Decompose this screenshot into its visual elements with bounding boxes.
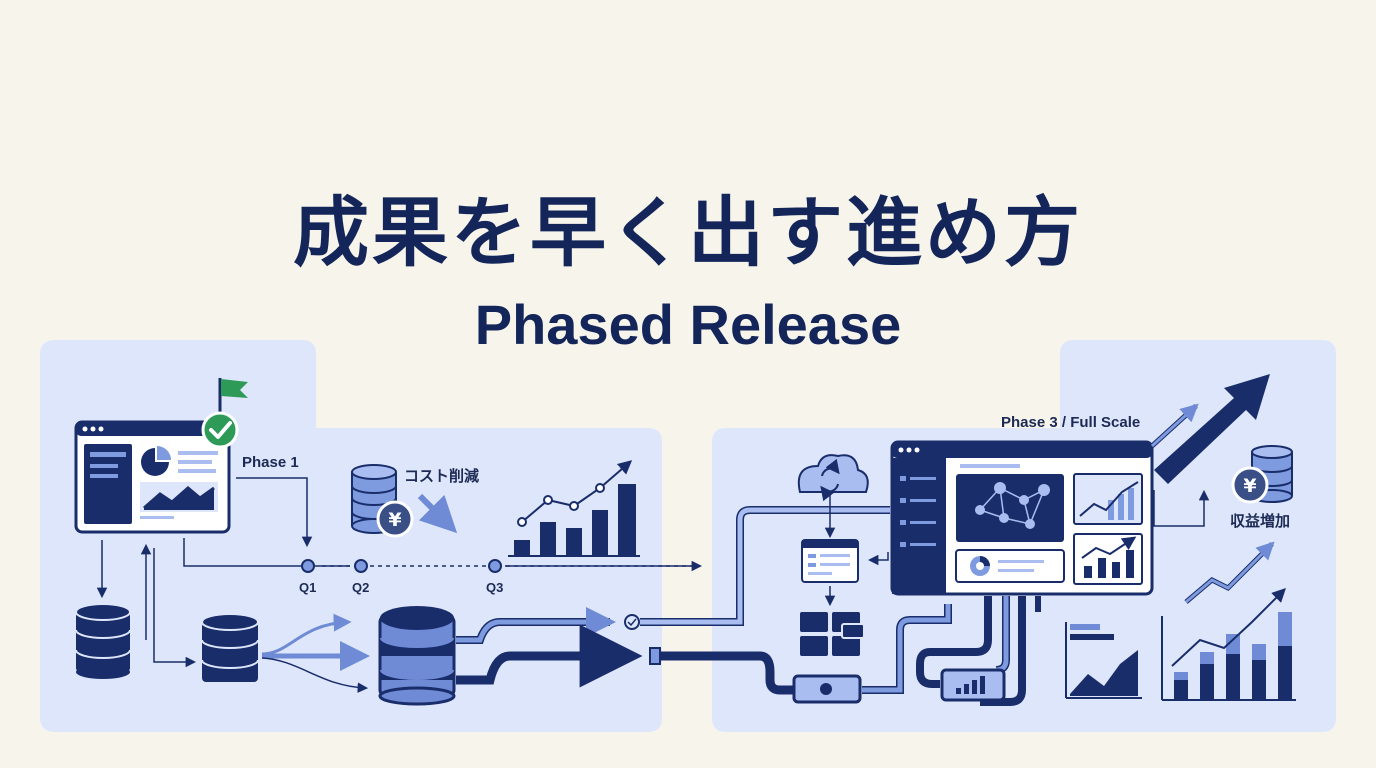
page-title: 成果を早く出す進め方: [293, 188, 1083, 277]
flag-icon: [218, 378, 248, 418]
arrow-to-database: [153, 548, 197, 668]
network-graph-icon: [956, 474, 1064, 542]
database-icon: [201, 613, 259, 682]
fan-arrow-bottom: [261, 657, 369, 693]
page-subtitle: Phased Release: [474, 293, 902, 356]
cloud-sync-icon: [797, 454, 869, 502]
revenue-increase-label: 収益増加: [1230, 512, 1290, 530]
timeline: [183, 538, 703, 573]
yen-symbol-left: ¥: [388, 509, 401, 531]
tiles-icon: [800, 612, 865, 656]
yen-coin-icon: ¥: [1231, 466, 1269, 504]
coin-stack-icon: [351, 464, 397, 534]
yen-coin-icon: ¥: [376, 500, 414, 538]
cost-reduction-label: コスト削減: [404, 467, 479, 485]
revenue-connector: [1153, 489, 1210, 527]
pipe-lower-left: [456, 624, 643, 688]
bar-chart-icon: [508, 460, 640, 557]
bar-chart-icon: [1073, 533, 1143, 585]
pipe-lower-cross: [650, 651, 794, 695]
pipe-right-2: [916, 596, 992, 688]
q2-marker: [354, 559, 368, 573]
check-icon: [201, 411, 239, 449]
phase1-label: Phase 1: [242, 454, 299, 471]
fan-arrow-top: [261, 613, 352, 656]
small-window-icon: [801, 539, 859, 583]
mini-chart-left: [1065, 622, 1142, 699]
area-chart-icon: [1073, 473, 1143, 525]
pipe-right-3: [980, 596, 1026, 706]
meter-unit-icon: [940, 668, 1006, 702]
pie-chart-icon: [955, 549, 1065, 583]
filter-unit-icon: [792, 674, 862, 704]
growth-arrow-small: [1150, 403, 1199, 448]
down-arrow: [417, 493, 458, 534]
pipe-right-1: [862, 604, 951, 693]
browser-window-icon: [74, 420, 231, 534]
database-icon: [378, 606, 456, 706]
yen-symbol-right: ¥: [1243, 475, 1256, 497]
q3-marker: [488, 559, 502, 573]
phase3-label: Phase 3 / Full Scale: [1001, 414, 1140, 431]
database-icon: [75, 603, 131, 679]
pipe-upper-left: [456, 607, 616, 643]
q3-label: Q3: [486, 580, 503, 595]
q1-label: Q1: [299, 580, 316, 595]
growth-arrow-icon: [1154, 374, 1270, 484]
q2-label: Q2: [352, 580, 369, 595]
q1-marker: [301, 559, 315, 573]
phase1-connector: [236, 477, 313, 548]
bar-chart-icon: [1161, 588, 1296, 701]
